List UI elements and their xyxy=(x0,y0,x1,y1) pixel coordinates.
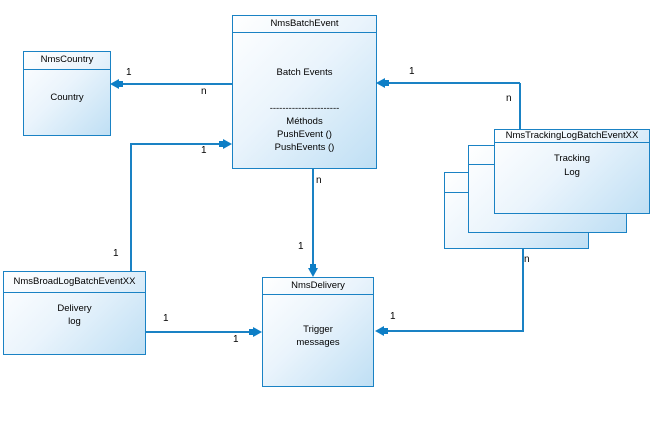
class-body-line: Batch Events xyxy=(276,67,333,78)
line-tracking-to-delivery-v xyxy=(522,249,524,331)
multiplicity-label: 1 xyxy=(113,248,119,259)
class-title: NmsBroadLogBatchEventXX xyxy=(4,272,145,293)
class-body-line: Country xyxy=(50,92,84,103)
method-line: PushEvent () xyxy=(277,129,332,140)
multiplicity-label: 1 xyxy=(126,67,132,78)
arrowhead-to-delivery-right-icon xyxy=(375,326,388,336)
class-box-nmscountry: NmsCountry Country xyxy=(23,51,111,136)
methods-header: Méthods xyxy=(286,116,323,127)
class-body-line: Delivery xyxy=(57,303,92,314)
class-title: NmsTrackingLogBatchEventXX xyxy=(495,130,649,143)
arrowhead-to-country-icon xyxy=(110,79,123,89)
class-body: Country xyxy=(24,70,110,104)
multiplicity-label: 1 xyxy=(390,311,396,322)
arrowhead-to-delivery-top-icon xyxy=(308,264,318,277)
class-body: Tracking Log xyxy=(495,143,649,179)
method-line: PushEvents () xyxy=(274,142,335,153)
class-body: Delivery log xyxy=(4,293,145,328)
line-broadlog-to-batchevent-v xyxy=(130,143,132,271)
line-tracking-to-delivery-h xyxy=(385,330,524,332)
line-broadlog-to-batchevent-h xyxy=(130,143,223,145)
multiplicity-label: 1 xyxy=(201,145,207,156)
class-box-nmsbroadlogbatcheventxx: NmsBroadLogBatchEventXX Delivery log xyxy=(3,271,146,355)
class-body-line: log xyxy=(68,316,81,327)
class-body-line: Trigger xyxy=(303,324,333,335)
multiplicity-label: 1 xyxy=(163,313,169,324)
arrowhead-to-delivery-left-icon xyxy=(249,327,262,337)
arrowhead-to-batchevent-left-icon xyxy=(219,139,232,149)
multiplicity-label: 1 xyxy=(233,334,239,345)
class-body: Batch Events ---------------------- Méth… xyxy=(233,33,376,154)
class-body-line: Log xyxy=(564,166,580,178)
class-box-nmsbatchevent: NmsBatchEvent Batch Events -------------… xyxy=(232,15,377,169)
line-batchevent-to-delivery xyxy=(312,169,314,268)
class-box-nmstrackinglogbatcheventxx: NmsTrackingLogBatchEventXX Tracking Log xyxy=(494,129,650,214)
multiplicity-label: n xyxy=(506,93,512,104)
multiplicity-label: n xyxy=(201,86,207,97)
line-tracking-to-batchevent-v xyxy=(519,83,521,129)
class-title: NmsBatchEvent xyxy=(233,16,376,33)
class-body-line: Tracking xyxy=(553,153,591,164)
multiplicity-label: 1 xyxy=(409,66,415,77)
line-tracking-to-batchevent-h xyxy=(385,82,520,84)
arrowhead-to-batchevent-right-icon xyxy=(376,78,389,88)
class-title: NmsCountry xyxy=(24,52,110,70)
multiplicity-label: n xyxy=(316,175,322,186)
methods-separator: ---------------------- xyxy=(269,103,340,114)
class-title: NmsDelivery xyxy=(263,278,373,295)
class-box-nmsdelivery: NmsDelivery Trigger messages xyxy=(262,277,374,387)
class-body-line: messages xyxy=(296,337,340,348)
line-broadlog-to-delivery xyxy=(146,331,253,333)
multiplicity-label: n xyxy=(524,254,530,265)
class-body: Trigger messages xyxy=(263,295,373,349)
multiplicity-label: 1 xyxy=(298,241,304,252)
line-batchevent-to-country xyxy=(118,83,232,85)
